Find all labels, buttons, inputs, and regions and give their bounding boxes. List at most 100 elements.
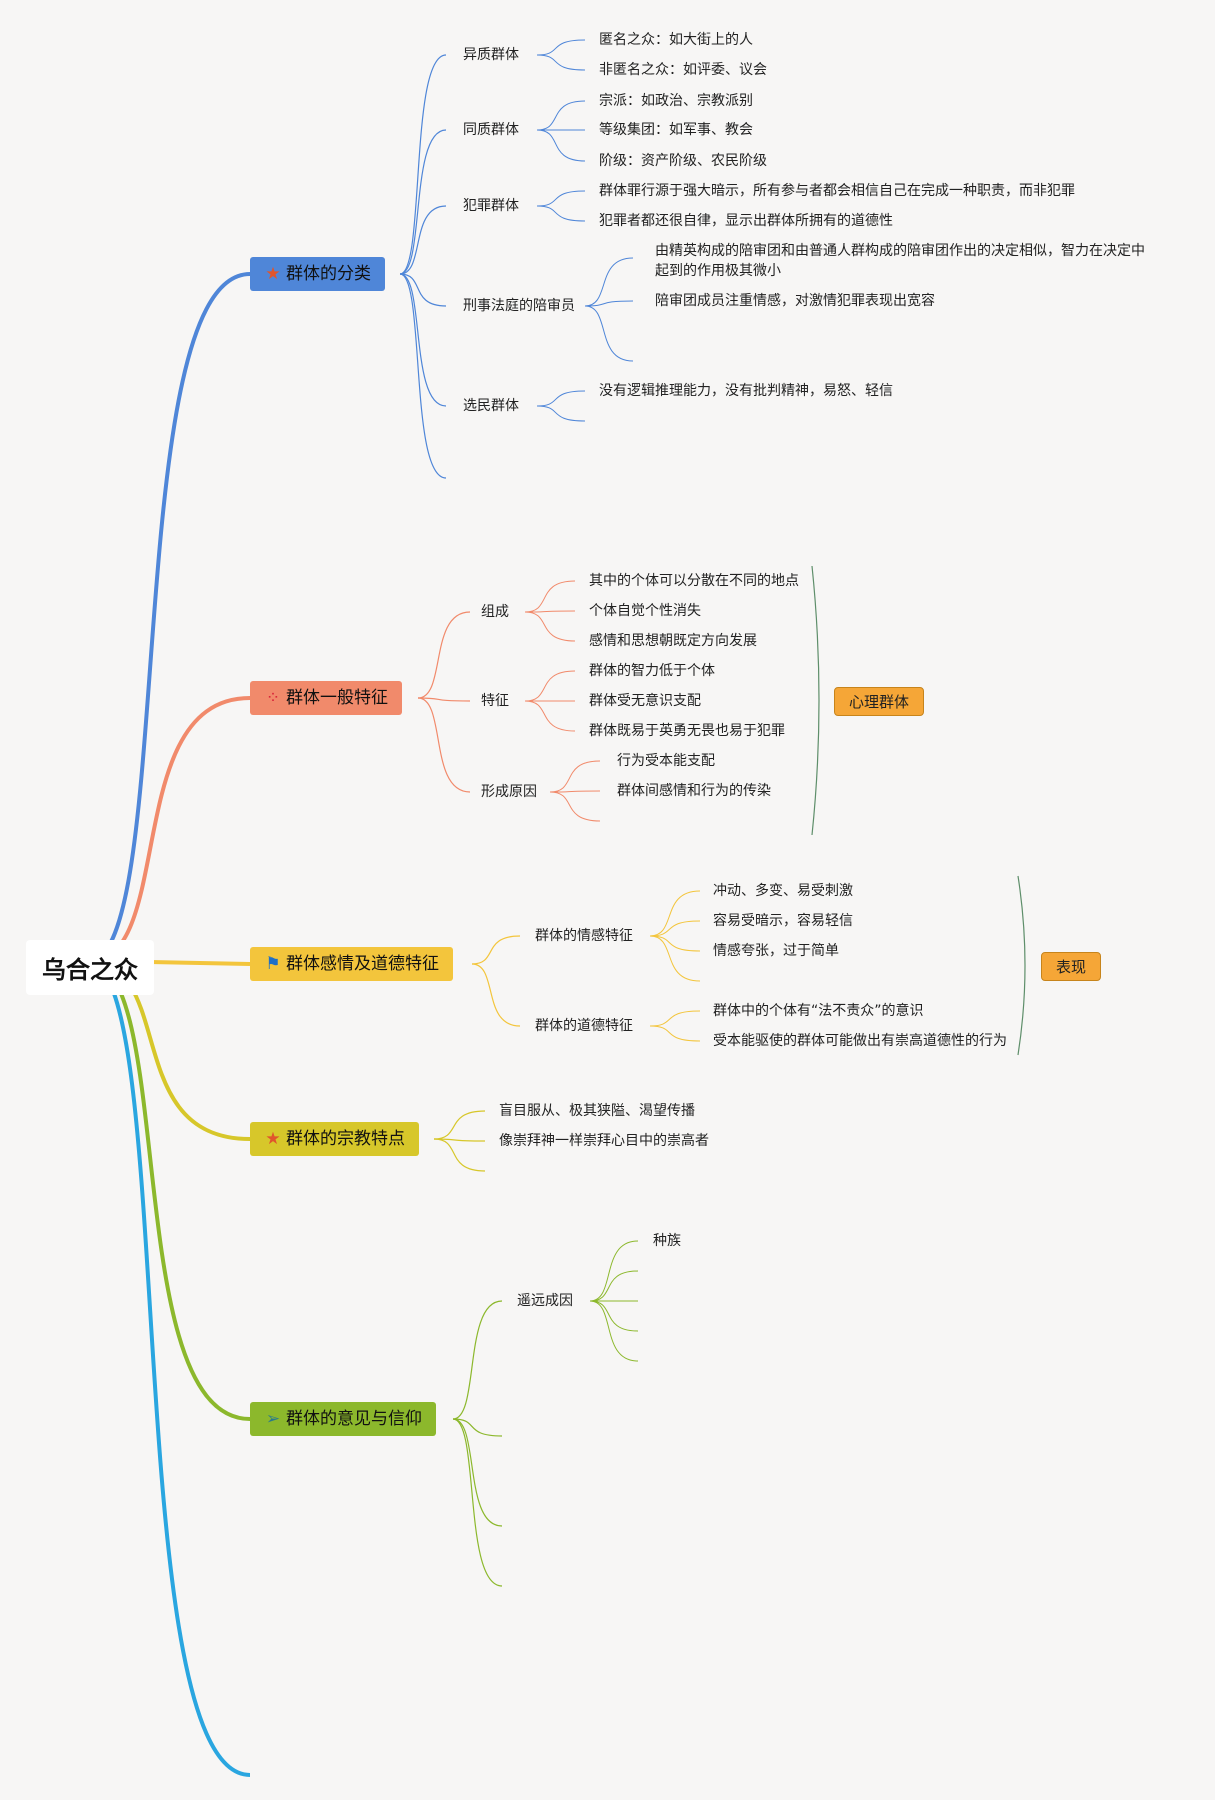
leaf-branch-line bbox=[649, 1025, 701, 1042]
subtopic-heterogeneous[interactable]: 异质群体 bbox=[463, 47, 519, 63]
subtopic-moral-features[interactable]: 群体的道德特征 bbox=[535, 1018, 633, 1034]
subtopic-composition[interactable]: 组成 bbox=[481, 604, 509, 620]
leaf-topic[interactable]: 阶级：资产阶级、农民阶级 bbox=[599, 153, 767, 169]
sub-branch-line bbox=[417, 611, 471, 699]
leaf-topic[interactable]: 没有逻辑推理能力，没有批判精神，易怒、轻信 bbox=[599, 383, 893, 399]
subtopic-causes[interactable]: 形成原因 bbox=[481, 784, 537, 800]
leaf-topic[interactable]: 受本能驱使的群体可能做出有崇高道德性的行为 bbox=[713, 1033, 1007, 1049]
subtopic-homogeneous[interactable]: 同质群体 bbox=[463, 122, 519, 138]
leaf-branch-line bbox=[524, 700, 576, 732]
leaf-topic[interactable]: 群体罪行源于强大暗示，所有参与者都会相信自己在完成一种职责，而非犯罪 bbox=[599, 183, 1075, 199]
leaf-topic[interactable]: 起到的作用极其微小 bbox=[655, 263, 781, 279]
leaf-branch-line bbox=[649, 890, 701, 937]
leaf-branch-line bbox=[584, 300, 634, 307]
leaf-topic[interactable]: 宗派：如政治、宗教派别 bbox=[599, 93, 753, 109]
leaf-branch-line bbox=[536, 39, 586, 56]
leaf-topic[interactable]: 由精英构成的陪审团和由普通人群构成的陪审团作出的决定相似，智力在决定中 bbox=[655, 243, 1145, 259]
sub-branch-line bbox=[452, 1418, 503, 1527]
leaf-branch-line bbox=[589, 1300, 639, 1332]
sub-branch-line bbox=[417, 697, 471, 793]
leaf-topic[interactable]: 容易受暗示，容易轻信 bbox=[713, 913, 853, 929]
star-icon: ★ bbox=[265, 1129, 281, 1149]
leaf-branch-line bbox=[536, 54, 586, 71]
leaf-branch-line bbox=[589, 1270, 639, 1302]
sub-branch-line bbox=[452, 1418, 503, 1587]
leaf-branch-line bbox=[549, 791, 601, 822]
leaf-branch-line bbox=[649, 920, 701, 937]
flag-icon: ⚑ bbox=[265, 954, 281, 974]
leaf-branch-line bbox=[524, 611, 576, 642]
leaf-branch-line bbox=[584, 257, 634, 307]
main-topic-opinions-beliefs[interactable]: ➢群体的意见与信仰 bbox=[250, 1402, 436, 1436]
leaf-branch-line bbox=[433, 1138, 486, 1142]
leaf-topic[interactable]: 行为受本能支配 bbox=[617, 753, 715, 769]
sub-branch-line bbox=[471, 935, 521, 965]
sub-branch-line bbox=[399, 273, 447, 479]
subtopic-features[interactable]: 特征 bbox=[481, 693, 509, 709]
leaf-topic[interactable]: 其中的个体可以分散在不同的地点 bbox=[589, 573, 799, 589]
summary-bracket bbox=[811, 565, 820, 836]
main-branch-line bbox=[87, 272, 251, 964]
leaf-branch-line bbox=[536, 129, 586, 162]
leaf-branch-line bbox=[433, 1138, 486, 1172]
leaf-topic[interactable]: 非匿名之众：如评委、议会 bbox=[599, 62, 767, 78]
sub-branch-line bbox=[399, 205, 447, 275]
leaf-branch-line bbox=[589, 1300, 639, 1362]
main-branch-line bbox=[87, 960, 251, 1421]
leaf-topic[interactable]: 盲目服从、极其狭隘、渴望传播 bbox=[499, 1103, 695, 1119]
summary-bracket bbox=[1017, 875, 1026, 1056]
subtopic-voters[interactable]: 选民群体 bbox=[463, 398, 519, 414]
leaf-branch-line bbox=[536, 405, 586, 422]
main-topic-label: 群体的分类 bbox=[286, 264, 371, 284]
leaf-topic[interactable]: 群体中的个体有“法不责众”的意识 bbox=[713, 1003, 924, 1019]
sub-branch-line bbox=[452, 1300, 503, 1420]
root-topic[interactable]: 乌合之众 bbox=[26, 940, 154, 995]
sub-branch-line bbox=[452, 1418, 503, 1437]
main-topic-emotion-morality[interactable]: ⚑群体感情及道德特征 bbox=[250, 947, 453, 981]
leaf-topic[interactable]: 匿名之众：如大街上的人 bbox=[599, 32, 753, 48]
leaf-branch-line bbox=[536, 205, 586, 222]
main-branch-line bbox=[87, 696, 251, 964]
leaf-branch-line bbox=[589, 1240, 639, 1302]
sub-branch-line bbox=[399, 54, 447, 275]
leaf-topic[interactable]: 像崇拜神一样崇拜心目中的崇高者 bbox=[499, 1133, 709, 1149]
subtopic-jury[interactable]: 刑事法庭的陪审员 bbox=[463, 298, 575, 314]
sub-branch-line bbox=[399, 273, 447, 307]
leaf-topic[interactable]: 感情和思想朝既定方向发展 bbox=[589, 633, 757, 649]
leaf-topic[interactable]: 群体的智力低于个体 bbox=[589, 663, 715, 679]
leaf-branch-line bbox=[433, 1110, 486, 1140]
sub-branch-line bbox=[417, 697, 471, 702]
paper-plane-icon: ➢ bbox=[265, 1409, 281, 1429]
main-topic-classification[interactable]: ★群体的分类 bbox=[250, 257, 385, 291]
subtopic-criminal[interactable]: 犯罪群体 bbox=[463, 198, 519, 214]
leaf-topic[interactable]: 冲动、多变、易受刺激 bbox=[713, 883, 853, 899]
main-topic-general-features[interactable]: ⁘群体一般特征 bbox=[250, 681, 402, 715]
leaf-topic[interactable]: 犯罪者都还很自律，显示出群体所拥有的道德性 bbox=[599, 213, 893, 229]
subtopic-remote-causes[interactable]: 遥远成因 bbox=[517, 1293, 573, 1309]
leaf-topic[interactable]: 陪审团成员注重情感，对激情犯罪表现出宽容 bbox=[655, 293, 935, 309]
sub-branch-line bbox=[399, 129, 447, 275]
leaf-branch-line bbox=[549, 790, 601, 793]
main-branch-line bbox=[149, 960, 251, 966]
leaf-branch-line bbox=[536, 390, 586, 407]
leaf-topic[interactable]: 等级集团：如军事、教会 bbox=[599, 122, 753, 138]
leaf-topic[interactable]: 情感夸张，过于简单 bbox=[713, 943, 839, 959]
main-topic-label: 群体一般特征 bbox=[286, 688, 388, 708]
leaf-topic[interactable]: 个体自觉个性消失 bbox=[589, 603, 701, 619]
leaf-topic[interactable]: 群体受无意识支配 bbox=[589, 693, 701, 709]
subtopic-emotional-features[interactable]: 群体的情感特征 bbox=[535, 928, 633, 944]
summary-tag-expression[interactable]: 表现 bbox=[1041, 952, 1102, 981]
leaf-branch-line bbox=[524, 610, 576, 613]
fireworks-icon: ⁘ bbox=[265, 688, 281, 708]
leaf-topic[interactable]: 种族 bbox=[653, 1233, 681, 1249]
leaf-topic[interactable]: 群体既易于英勇无畏也易于犯罪 bbox=[589, 723, 785, 739]
leaf-branch-line bbox=[536, 190, 586, 207]
summary-tag-psych-group[interactable]: 心理群体 bbox=[834, 687, 925, 716]
leaf-branch-line bbox=[584, 305, 634, 362]
main-topic-label: 群体的意见与信仰 bbox=[286, 1409, 422, 1429]
main-topic-religion[interactable]: ★群体的宗教特点 bbox=[250, 1122, 419, 1156]
leaf-branch-line bbox=[536, 100, 586, 131]
leaf-topic[interactable]: 群体间感情和行为的传染 bbox=[617, 783, 771, 799]
leaf-branch-line bbox=[524, 670, 576, 702]
main-topic-label: 群体感情及道德特征 bbox=[286, 954, 439, 974]
